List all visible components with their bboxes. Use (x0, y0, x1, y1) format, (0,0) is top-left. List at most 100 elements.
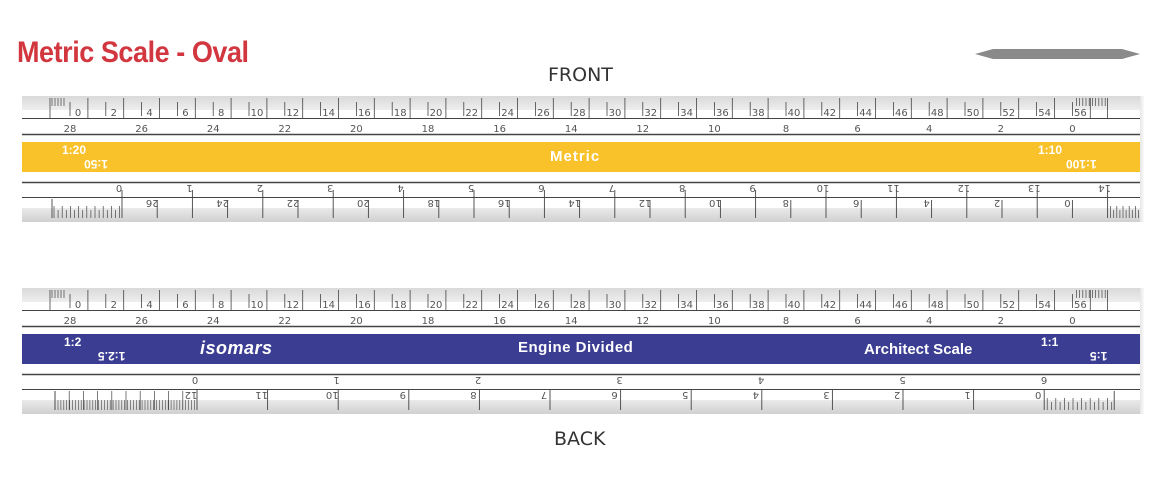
back-label: BACK (554, 428, 606, 450)
svg-text:3: 3 (823, 389, 829, 400)
svg-text:3: 3 (616, 374, 622, 385)
svg-text:0: 0 (116, 182, 122, 193)
back-band-right-text: Architect Scale (864, 341, 973, 358)
svg-text:8: 8 (783, 197, 789, 208)
ruler-bottom-bevel (22, 400, 1140, 414)
svg-text:14: 14 (322, 300, 335, 311)
svg-text:56: 56 (1074, 108, 1087, 119)
svg-text:2: 2 (998, 124, 1004, 135)
svg-text:50: 50 (967, 108, 980, 119)
svg-text:5: 5 (899, 374, 905, 385)
svg-text:12: 12 (636, 316, 649, 327)
svg-text:6: 6 (853, 197, 859, 208)
back-color-band: 1:2 1:2.5 isomars Engine Divided Archite… (22, 334, 1140, 364)
svg-text:26: 26 (146, 197, 159, 208)
svg-text:0: 0 (75, 300, 81, 311)
svg-text:10: 10 (817, 182, 830, 193)
svg-text:44: 44 (859, 108, 872, 119)
svg-text:0: 0 (1069, 124, 1075, 135)
back-band-center-text: Engine Divided (518, 339, 634, 356)
svg-text:1: 1 (964, 389, 970, 400)
svg-text:6: 6 (1041, 374, 1047, 385)
back-ratio-1-1: 1:1 (1041, 335, 1059, 349)
svg-text:18: 18 (394, 108, 407, 119)
svg-text:6: 6 (538, 182, 544, 193)
svg-text:24: 24 (207, 124, 220, 135)
svg-text:9: 9 (749, 182, 755, 193)
svg-text:46: 46 (895, 300, 908, 311)
oval-profile-icon (975, 49, 1140, 59)
svg-text:0: 0 (75, 108, 81, 119)
ruler-edge (1140, 96, 1144, 222)
svg-text:28: 28 (64, 316, 77, 327)
svg-text:46: 46 (895, 108, 908, 119)
svg-text:4: 4 (397, 182, 403, 193)
svg-text:18: 18 (422, 316, 435, 327)
svg-text:48: 48 (931, 300, 944, 311)
svg-text:12: 12 (639, 197, 652, 208)
svg-text:0: 0 (1069, 316, 1075, 327)
svg-text:4: 4 (923, 197, 929, 208)
svg-text:24: 24 (501, 108, 514, 119)
svg-text:34: 34 (680, 108, 693, 119)
svg-text:0: 0 (1035, 389, 1041, 400)
svg-text:56: 56 (1074, 300, 1087, 311)
svg-text:13: 13 (1028, 182, 1041, 193)
svg-text:22: 22 (465, 108, 478, 119)
svg-text:16: 16 (493, 316, 506, 327)
svg-text:10: 10 (326, 389, 339, 400)
svg-text:22: 22 (278, 124, 291, 135)
svg-text:12: 12 (286, 108, 299, 119)
svg-text:5: 5 (468, 182, 474, 193)
svg-text:4: 4 (758, 374, 764, 385)
svg-text:8: 8 (218, 108, 224, 119)
svg-text:11: 11 (887, 182, 900, 193)
ruler-bottom-bevel (22, 208, 1140, 222)
svg-text:16: 16 (498, 197, 511, 208)
svg-text:54: 54 (1038, 108, 1051, 119)
svg-text:54: 54 (1038, 300, 1051, 311)
svg-text:5: 5 (682, 389, 688, 400)
svg-text:2: 2 (111, 300, 117, 311)
svg-text:14: 14 (322, 108, 335, 119)
svg-text:32: 32 (644, 300, 657, 311)
svg-text:11: 11 (255, 389, 268, 400)
svg-text:2: 2 (257, 182, 263, 193)
svg-text:10: 10 (251, 300, 264, 311)
svg-text:2: 2 (475, 374, 481, 385)
svg-text:8: 8 (218, 300, 224, 311)
back-ratio-1-5: 1:5 (1090, 349, 1108, 363)
svg-text:6: 6 (611, 389, 617, 400)
svg-text:18: 18 (422, 124, 435, 135)
svg-text:4: 4 (753, 389, 759, 400)
svg-text:42: 42 (823, 300, 836, 311)
svg-text:16: 16 (358, 300, 371, 311)
svg-text:10: 10 (709, 197, 722, 208)
svg-text:24: 24 (501, 300, 514, 311)
front-label: FRONT (548, 64, 613, 86)
svg-text:22: 22 (465, 300, 478, 311)
svg-text:12: 12 (286, 300, 299, 311)
front-ratio-1-20: 1:20 (62, 143, 87, 157)
svg-text:22: 22 (278, 316, 291, 327)
svg-text:38: 38 (752, 300, 765, 311)
svg-text:1: 1 (186, 182, 192, 193)
svg-text:26: 26 (537, 108, 550, 119)
svg-text:36: 36 (716, 300, 729, 311)
svg-text:28: 28 (573, 108, 586, 119)
svg-text:7: 7 (609, 182, 615, 193)
svg-text:0: 0 (1064, 197, 1070, 208)
svg-text:22: 22 (287, 197, 300, 208)
svg-text:14: 14 (565, 316, 578, 327)
svg-text:42: 42 (823, 108, 836, 119)
svg-text:26: 26 (135, 124, 148, 135)
svg-text:24: 24 (216, 197, 229, 208)
front-ratio-1-100: 1:100 (1066, 157, 1097, 171)
svg-text:2: 2 (998, 316, 1004, 327)
ruler-top-bevel (22, 288, 1140, 302)
svg-text:6: 6 (854, 316, 860, 327)
svg-text:2: 2 (994, 197, 1000, 208)
